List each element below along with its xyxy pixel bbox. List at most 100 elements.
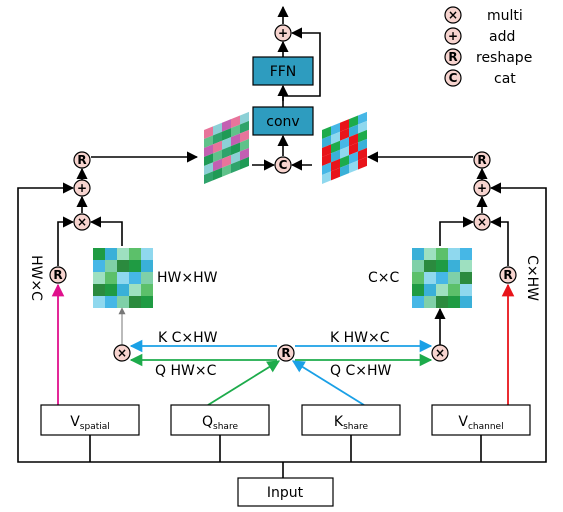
legend-label-add: add [489,29,515,45]
feature-cell [240,147,249,161]
feature-cell [358,120,367,134]
q-left-label: Q HW×C [155,363,217,379]
feature-cell [349,160,358,174]
feature-cell [340,155,349,168]
feature-cell [213,122,222,136]
matrix-cell [460,284,472,296]
feature-cell [331,149,340,163]
matrix-cell [141,272,153,284]
left-mult-glyph: × [77,215,87,229]
matrix-cell [117,248,129,260]
feature-cell [222,146,231,159]
concat-icon [444,69,462,87]
right-reshape-dim-label: C×HW [524,255,540,301]
legend-item-cat: C cat [444,69,516,87]
matrix-cell [424,284,436,296]
left-score-mult-glyph: × [117,346,127,360]
feature-cell [331,131,340,145]
feature-cell [322,126,331,139]
feature-cell [231,160,240,174]
feature-cell [231,124,240,138]
feature-cell [331,167,340,181]
feature-cell [358,138,367,152]
right-score-mult-glyph: × [435,346,445,360]
right-reshape-v-icon [499,266,517,284]
matrix-cell [424,272,436,284]
feature-cell [204,162,213,175]
matrix-cell [448,296,460,308]
k-share-label: Kshare [334,414,369,432]
center-reshape-glyph: R [281,346,290,360]
k-right-label: K HW×C [330,330,390,346]
feature-cell [240,138,249,152]
matrix-cell [105,248,117,260]
feature-cell [213,131,222,145]
v-channel-label: Vchannel [458,414,503,432]
concat-glyph: C [449,71,458,85]
feature-cell [231,151,240,165]
reshape-glyph: R [448,50,457,64]
feature-cell [358,129,367,143]
reshape-icon [444,48,462,66]
right-reshape-v-glyph: R [503,268,512,282]
feature-cell [331,122,340,136]
feature-cell [331,158,340,172]
feature-cell [340,128,349,141]
matrix-cell [412,260,424,272]
conv-label: conv [266,114,299,130]
multiply-glyph: × [448,8,458,22]
matrix-cell [448,248,460,260]
matrix-cell [117,272,129,284]
feature-cell [213,140,222,154]
feature-cell [231,115,240,129]
matrix-cell [436,296,448,308]
matrix-cell [460,296,472,308]
feature-cell [349,133,358,147]
matrix-cell [436,284,448,296]
v-spatial-label: Vspatial [70,414,110,432]
feature-cell [358,156,367,170]
feature-cell [213,158,222,172]
feature-cell [322,135,331,148]
feature-cell [240,129,249,143]
feature-cell [204,171,213,184]
matrix-cell [412,248,424,260]
legend-item-add: + add [444,27,515,45]
matrix-cell [460,272,472,284]
feature-cell [222,119,231,132]
q-share-label: Qshare [202,414,238,432]
feature-cell [213,167,222,181]
matrix-cell [129,284,141,296]
matrix-cell [460,248,472,260]
matrix-cell [436,260,448,272]
conv-block [252,106,314,136]
left-residual-arrow [17,182,283,463]
v-spatial-box [40,404,140,436]
feature-cell [231,133,240,147]
right-vchannel-to-mult-arrow [489,216,509,266]
matrix-cell [448,272,460,284]
center-reshape-icon [277,344,295,362]
feature-cell [322,153,331,166]
channel-attention-matrix [412,248,472,308]
matrix-cell [129,272,141,284]
matrix-cell [412,284,424,296]
feature-cell [331,140,340,154]
matrix-cell [129,296,141,308]
matrix-cell [105,296,117,308]
feature-cell [340,146,349,159]
feature-cell [358,147,367,161]
matrix-cell [436,272,448,284]
matrix-cell [448,284,460,296]
spatial-feature-stack [204,111,249,184]
feature-cell [340,137,349,150]
legend-label-cat: cat [494,71,516,87]
feature-cell [349,142,358,156]
feature-cell [204,126,213,139]
matrix-cell [141,284,153,296]
add-glyph: + [448,29,458,43]
feature-cell [240,111,249,125]
legend-item-multi: × multi [444,6,523,24]
matrix-cell [93,248,105,260]
input-label: Input [267,485,304,501]
